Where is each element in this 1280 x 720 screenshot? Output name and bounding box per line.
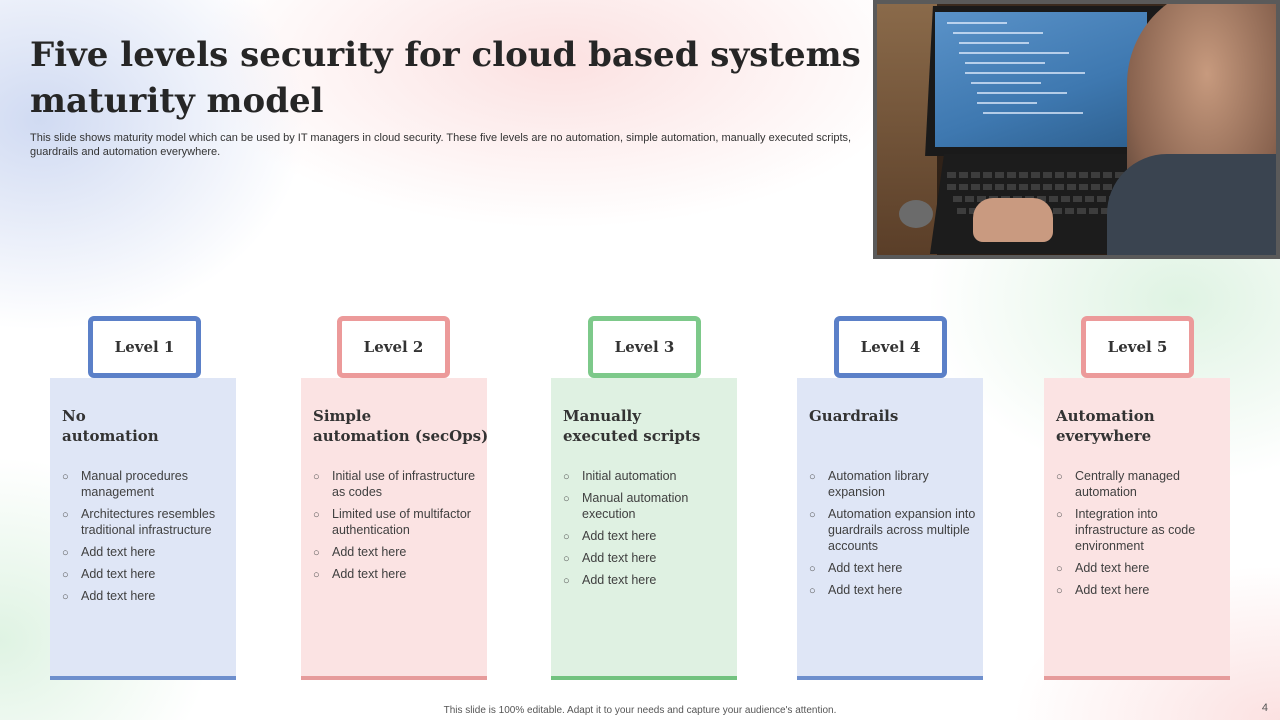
level-4-card: Guardrails○Automation library expansion○…	[797, 378, 983, 680]
list-item-text: Automation expansion into guardrails acr…	[828, 507, 976, 553]
list-item-text: Initial automation	[582, 469, 677, 483]
level-4-list: ○ Automation library expansion ○ Automation…	[809, 468, 977, 604]
list-item: ○ Add text here	[313, 544, 481, 560]
level-1-heading: No automation	[62, 407, 159, 445]
circle-bullet-icon: ○	[313, 471, 320, 483]
circle-bullet-icon: ○	[1056, 471, 1063, 483]
slide-footer: This slide is 100% editable. Adapt it to…	[443, 705, 837, 716]
list-item: ○ Add text here	[563, 528, 731, 544]
list-item-text: Add text here	[582, 551, 657, 565]
list-item-text: Add text here	[332, 567, 407, 581]
circle-bullet-icon: ○	[313, 569, 320, 581]
list-item-text: Limited use of multifactor authenticatio…	[332, 507, 471, 537]
level-2-badge: Level 2	[337, 316, 450, 378]
list-item-text: Add text here	[828, 561, 903, 575]
circle-bullet-icon: ○	[1056, 563, 1063, 575]
level-4-accent-bar	[797, 676, 983, 680]
circle-bullet-icon: ○	[62, 471, 69, 483]
list-item: ○ Initial use of infrastructure as codes	[313, 468, 481, 500]
circle-bullet-icon: ○	[313, 547, 320, 559]
level-3-list: ○ Initial automation ○ Manual automation ex…	[563, 468, 731, 594]
level-2-card: Simple automation (secOps) ○ Initial use o…	[301, 378, 488, 680]
circle-bullet-icon: ○	[809, 509, 816, 521]
circle-bullet-icon: ○	[563, 493, 570, 505]
list-item-text: Add text here	[582, 573, 657, 587]
level-5-card: Automation everywhere ○ Centrally managed …	[1044, 378, 1230, 680]
level-3-heading: Manually executed scripts	[563, 407, 701, 445]
slide-title: Five levels security for cloud based sys…	[30, 35, 861, 121]
list-item: ○ Add text here	[62, 544, 230, 560]
list-item: ○ Manual automation execution	[563, 490, 731, 522]
list-item-text: Automation library expansion	[828, 469, 929, 499]
list-item: ○ Add text here	[563, 572, 731, 588]
list-item-text: Add text here	[582, 529, 657, 543]
list-item: ○ Integration into infrastructure as code…	[1056, 506, 1224, 554]
circle-bullet-icon: ○	[62, 547, 69, 559]
circle-bullet-icon: ○	[563, 575, 570, 587]
level-1-card: No automation ○ Manual procedures manageme…	[50, 378, 236, 680]
list-item: ○ Add text here	[563, 550, 731, 566]
list-item-text: Architectures resembles traditional infr…	[81, 507, 216, 537]
circle-bullet-icon: ○	[62, 591, 69, 603]
list-item: ○ Initial automation	[563, 468, 731, 484]
level-2-list: ○Initial use of infrastructure as codes○…	[313, 468, 481, 588]
list-item-text: Manual procedures management	[81, 469, 189, 499]
list-item: ○ Add text here	[62, 588, 230, 604]
list-item: ○ Automation expansion into guardrails ac…	[809, 506, 977, 554]
circle-bullet-icon: ○	[563, 531, 570, 543]
list-item: ○ Add text here	[809, 582, 977, 598]
list-item-text: Add text here	[81, 567, 156, 581]
level-2-accent-bar	[301, 676, 487, 680]
list-item: ○ Architectures resembles traditional inf…	[62, 506, 230, 538]
list-item-text: Initial use of infrastructure as codes	[332, 469, 476, 499]
level-2-heading: Simple automation (secOps)	[313, 407, 489, 445]
list-item-text: Manual automation execution	[582, 491, 689, 521]
level-1-list: ○ Manual procedures management ○ Architectu…	[62, 468, 230, 610]
circle-bullet-icon: ○	[313, 509, 320, 521]
circle-bullet-icon: ○	[62, 569, 69, 581]
list-item: ○ Add text here	[62, 566, 230, 582]
level-5-heading: Automation everywhere	[1056, 407, 1155, 445]
level-1-badge: Level 1	[88, 316, 201, 378]
list-item: ○ Add text here	[1056, 582, 1224, 598]
laptop-coding-photo	[873, 0, 1280, 259]
slide-subtitle: This slide shows maturity model which ca…	[30, 132, 852, 158]
level-3-badge: Level 3	[588, 316, 701, 378]
list-item-text: Add text here	[828, 583, 903, 597]
level-4-heading: Guardrails	[809, 407, 899, 425]
list-item-text: Centrally managed automation	[1075, 469, 1180, 499]
level-3-accent-bar	[551, 676, 737, 680]
list-item: ○ Add text here	[313, 566, 481, 582]
list-item: ○ Manual procedures management	[62, 468, 230, 500]
circle-bullet-icon: ○	[1056, 509, 1063, 521]
level-4-badge: Level 4	[834, 316, 947, 378]
list-item: ○ Centrally managed automation	[1056, 468, 1224, 500]
list-item-text: Add text here	[81, 545, 156, 559]
circle-bullet-icon: ○	[809, 471, 816, 483]
circle-bullet-icon: ○	[809, 585, 816, 597]
level-5-accent-bar	[1044, 676, 1230, 680]
list-item: ○ Automation library expansion	[809, 468, 977, 500]
list-item-text: Add text here	[332, 545, 407, 559]
list-item-text: Add text here	[81, 589, 156, 603]
list-item-text: Add text here	[1075, 561, 1150, 575]
level-3-card: Manually executed scripts ○ Initial automa…	[551, 378, 737, 680]
level-5-badge: Level 5	[1081, 316, 1194, 378]
circle-bullet-icon: ○	[563, 471, 570, 483]
list-item: ○ Add text here	[809, 560, 977, 576]
list-item-text: Add text here	[1075, 583, 1150, 597]
list-item: ○ Add text here	[1056, 560, 1224, 576]
list-item: ○ Limited use of multifactor authenticati…	[313, 506, 481, 538]
circle-bullet-icon: ○	[1056, 585, 1063, 597]
circle-bullet-icon: ○	[563, 553, 570, 565]
list-item-text: Integration into infrastructure as code …	[1075, 507, 1196, 553]
page-number: 4	[1261, 702, 1268, 714]
level-1-accent-bar	[50, 676, 236, 680]
level-5-list: ○ Centrally managed automation ○ Integratio…	[1056, 468, 1224, 604]
circle-bullet-icon: ○	[809, 563, 816, 575]
circle-bullet-icon: ○	[62, 509, 69, 521]
